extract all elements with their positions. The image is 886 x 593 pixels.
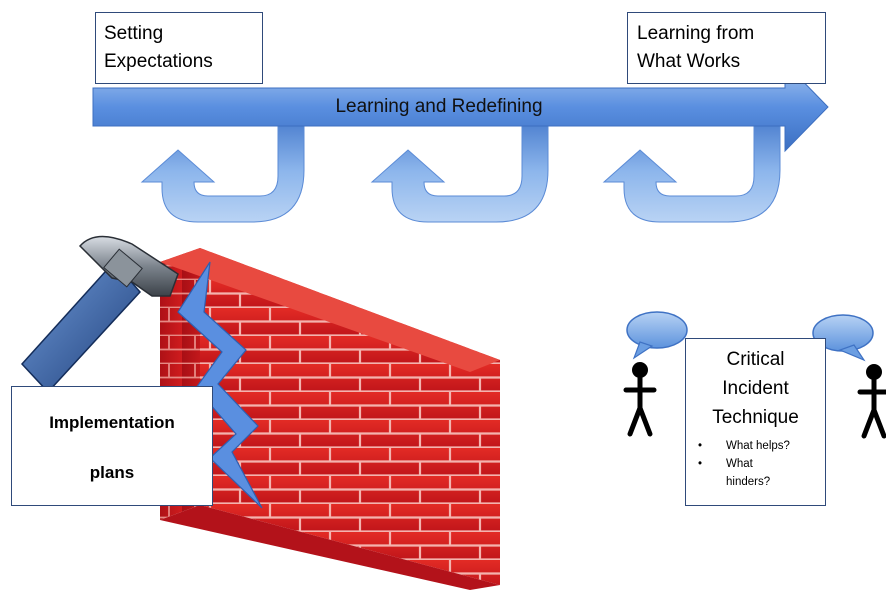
hammer-icon (20, 235, 179, 394)
cit-bullet-2-text: What (726, 458, 753, 470)
setting-expectations-line1: Setting (104, 23, 164, 44)
wall-crack (177, 261, 263, 509)
bullet-dot: • (698, 440, 703, 452)
main-arrow-label: Learning and Redefining (335, 96, 543, 117)
implementation-line2: plans (89, 463, 135, 482)
setting-expectations-line2: Expectations (104, 51, 213, 72)
learning-from-line2: What Works (637, 51, 741, 72)
critical-incident-technique-box: Critical Incident Technique • What helps?… (685, 338, 826, 506)
implementation-plans-box: Implementation plans (11, 386, 213, 506)
learning-from-line1: Learning from (637, 23, 755, 44)
bullet-dot: • (698, 458, 703, 470)
feedback-loop-3 (602, 109, 781, 223)
implementation-line1: Implementation (49, 413, 175, 432)
cit-bullet-2-cont: hinders? (726, 476, 771, 488)
learning-from-what-works-box: Learning from What Works (627, 12, 826, 84)
feedback-loop-1 (140, 109, 305, 223)
speech-bubble-icon (626, 311, 688, 360)
speech-bubble-icon-right (812, 314, 874, 362)
cit-title-line1: Critical (726, 349, 785, 370)
cit-bullet-1-text: What helps? (726, 440, 790, 452)
cit-bullet-2: • What (698, 458, 823, 470)
setting-expectations-box: Setting Expectations (95, 12, 263, 84)
cit-title-line2: Incident (722, 378, 789, 399)
person-icon-right (857, 364, 886, 439)
person-icon (623, 362, 657, 437)
brick-wall-icon (160, 248, 500, 590)
feedback-loop-2 (370, 109, 549, 223)
cit-bullet-1: • What helps? (698, 440, 823, 452)
cit-title-line3: Technique (712, 407, 799, 428)
